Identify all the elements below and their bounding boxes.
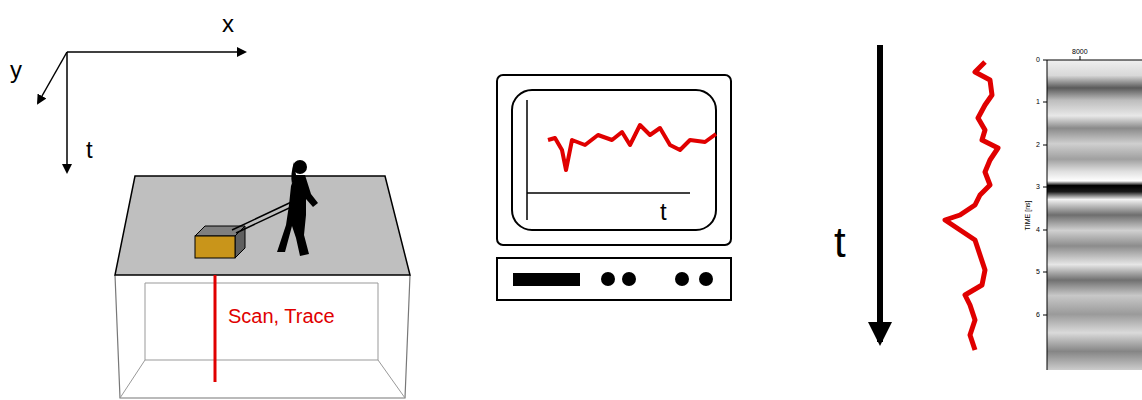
- tick-label: 8000: [1072, 48, 1088, 55]
- monitor-trace: [548, 125, 716, 170]
- scan-trace-line: [214, 275, 217, 382]
- ground-block: [115, 176, 410, 398]
- operator-silhouette: [277, 160, 318, 256]
- tick-label: 0: [1036, 56, 1040, 63]
- tick-label: 4: [1036, 226, 1040, 233]
- tick-label: 5: [1036, 268, 1040, 275]
- tick-label: 1: [1036, 98, 1040, 105]
- axis-title: TIME [ns]: [1024, 200, 1031, 230]
- trace-waveform: [945, 62, 998, 350]
- time-arrow: [877, 45, 883, 342]
- axis-label: t: [660, 200, 667, 224]
- axis-label: y: [10, 58, 22, 82]
- axis-label: x: [222, 12, 234, 36]
- trace-label: Scan, Trace: [228, 306, 335, 326]
- radargram: [1043, 56, 1142, 370]
- tick-label: 2: [1036, 141, 1040, 148]
- tick-label: 6: [1036, 311, 1040, 318]
- axis-label: t: [86, 138, 93, 162]
- axis-label: t: [834, 222, 846, 264]
- axes: [38, 52, 245, 172]
- monitor: [497, 75, 731, 300]
- tick-label: 3: [1036, 183, 1040, 190]
